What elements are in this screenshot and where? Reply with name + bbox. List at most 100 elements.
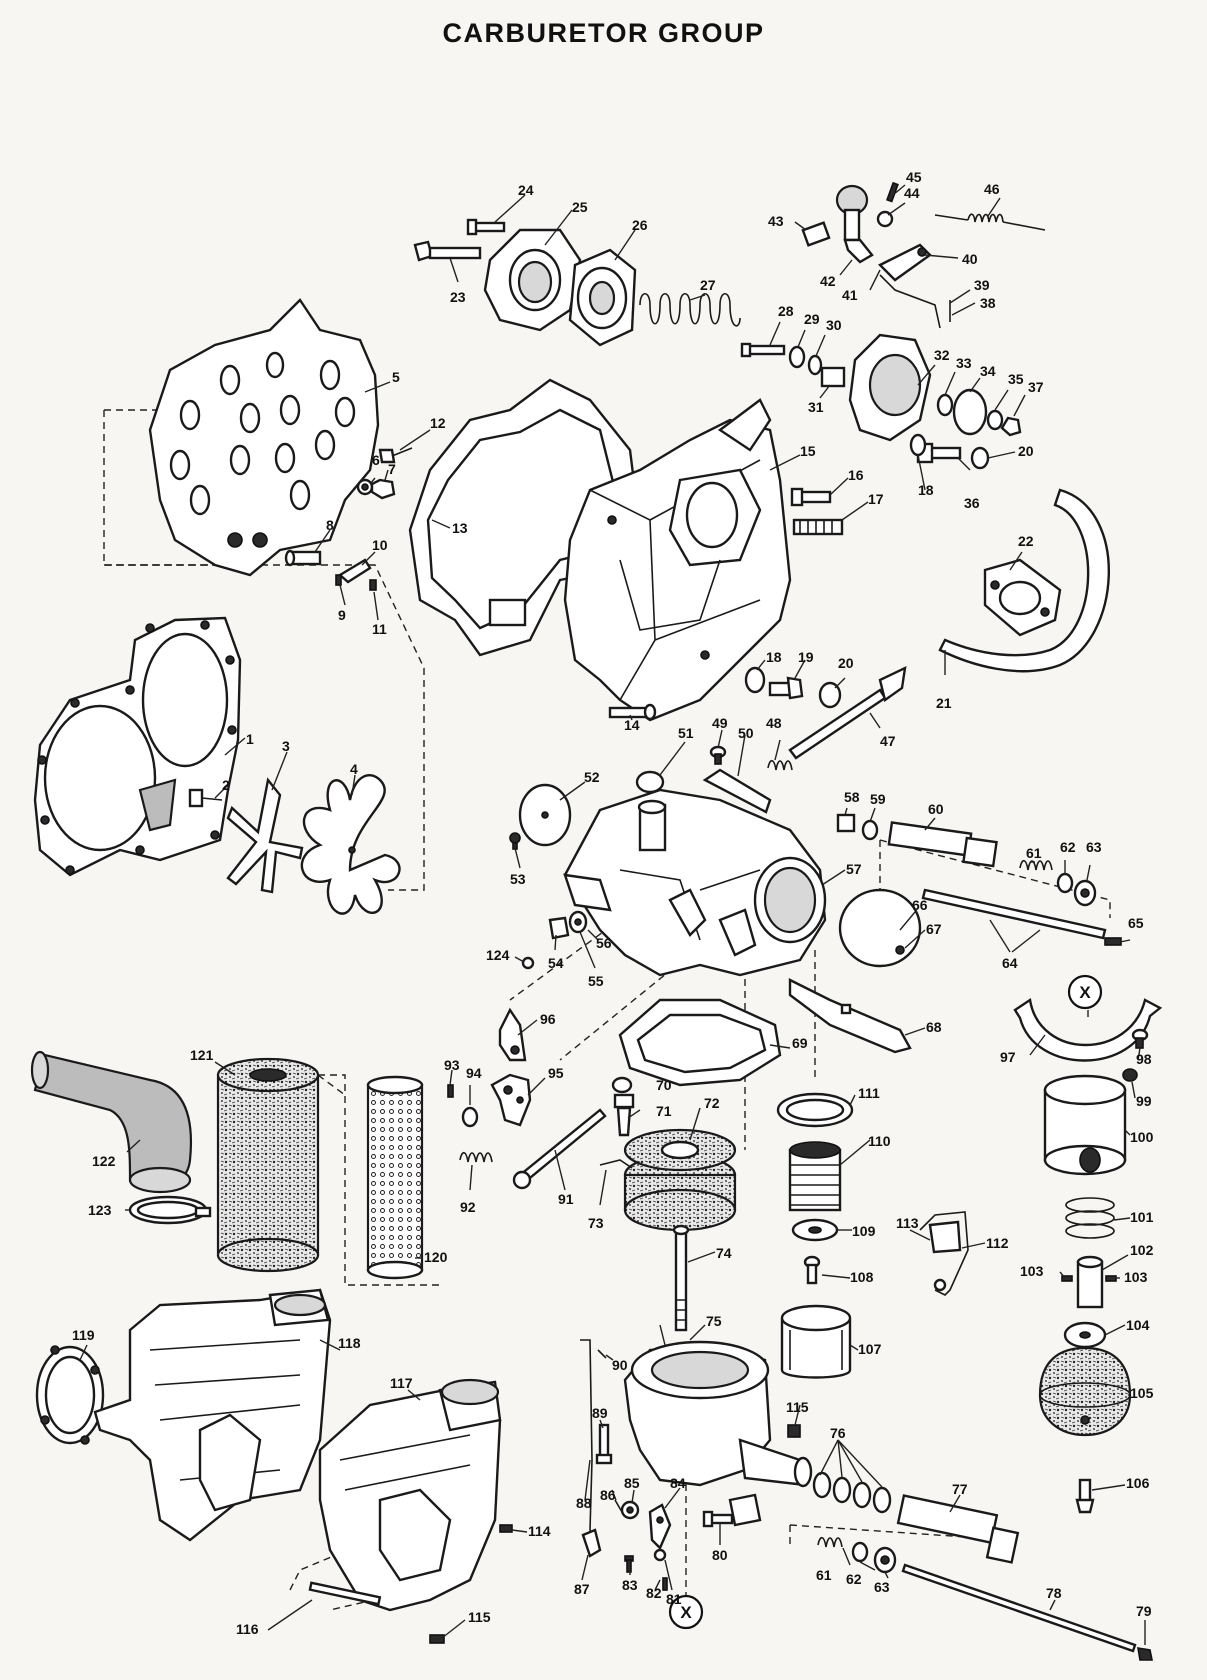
nut-63 bbox=[1073, 879, 1097, 907]
fitting-19 bbox=[768, 676, 804, 700]
callout-49: 49 bbox=[712, 715, 728, 731]
washer-18-upper bbox=[909, 433, 927, 457]
gasket-111 bbox=[776, 1092, 854, 1128]
spacer-31 bbox=[820, 366, 846, 388]
callout-14: 14 bbox=[624, 717, 640, 733]
disc-34 bbox=[952, 388, 988, 436]
cover-32 bbox=[848, 333, 932, 442]
clip-90 bbox=[597, 1349, 607, 1359]
callout-27: 27 bbox=[700, 277, 716, 293]
callout-26: 26 bbox=[632, 217, 648, 233]
ball-124 bbox=[521, 956, 535, 970]
stud-16 bbox=[790, 487, 832, 507]
bowl-100 bbox=[1043, 1074, 1127, 1176]
screw-2 bbox=[188, 788, 223, 808]
callout-labels: 1 2 3 4 5 6 7 8 9 10 11 12 13 14 15 16 1… bbox=[72, 169, 1154, 1637]
strainer-110 bbox=[788, 1141, 842, 1212]
screen-120 bbox=[366, 1075, 424, 1280]
callout-13: 13 bbox=[452, 520, 468, 536]
screw-83 bbox=[624, 1555, 634, 1573]
callout-19: 19 bbox=[798, 649, 814, 665]
callout-43: 43 bbox=[768, 213, 784, 229]
callout-18-upper: 18 bbox=[918, 482, 934, 498]
callout-25: 25 bbox=[572, 199, 588, 215]
callout-6: 6 bbox=[372, 452, 380, 468]
clamp-20 bbox=[818, 681, 842, 709]
spring-46 bbox=[934, 213, 1046, 231]
sleeve-8 bbox=[284, 549, 322, 567]
callout-79: 79 bbox=[1136, 1603, 1152, 1619]
pin-81-82 bbox=[653, 1548, 668, 1591]
callout-12: 12 bbox=[430, 415, 446, 431]
callout-110: 110 bbox=[868, 1133, 891, 1149]
callout-4: 4 bbox=[350, 761, 358, 777]
callout-37: 37 bbox=[1028, 379, 1044, 395]
nut-99 bbox=[1122, 1068, 1138, 1082]
callout-71: 71 bbox=[656, 1103, 672, 1119]
flapper-valve-4 bbox=[300, 774, 401, 915]
nut-63-lower bbox=[873, 1546, 897, 1574]
bolt-23 bbox=[413, 240, 482, 262]
clip-112-113 bbox=[919, 1211, 969, 1296]
callout-119: 119 bbox=[72, 1327, 95, 1343]
gasket-69 bbox=[618, 998, 782, 1087]
callout-114: 114 bbox=[528, 1523, 551, 1539]
callout-21: 21 bbox=[936, 695, 952, 711]
screw-114 bbox=[499, 1524, 513, 1533]
callout-57: 57 bbox=[846, 861, 862, 877]
callout-48: 48 bbox=[766, 715, 782, 731]
callout-104: 104 bbox=[1126, 1317, 1150, 1333]
callout-100: 100 bbox=[1130, 1129, 1154, 1145]
callout-24: 24 bbox=[518, 182, 534, 198]
sleeve-77 bbox=[896, 1494, 1020, 1564]
callout-42: 42 bbox=[820, 273, 836, 289]
reference-x-bottom: X bbox=[668, 1594, 704, 1630]
screw-53 bbox=[509, 832, 521, 850]
washer-70 bbox=[611, 1076, 633, 1094]
washer-30 bbox=[807, 354, 823, 376]
washer-104 bbox=[1063, 1321, 1107, 1349]
callout-74: 74 bbox=[716, 1245, 732, 1261]
callout-120: 120 bbox=[424, 1249, 448, 1265]
callout-83: 83 bbox=[622, 1577, 638, 1593]
callout-94: 94 bbox=[466, 1065, 482, 1081]
callout-17: 17 bbox=[868, 491, 884, 507]
backing-plate-5 bbox=[148, 298, 380, 577]
lever-40 bbox=[877, 243, 932, 282]
callout-97: 97 bbox=[1000, 1049, 1016, 1065]
callout-98: 98 bbox=[1136, 1051, 1152, 1067]
callout-65: 65 bbox=[1128, 915, 1144, 931]
callout-54: 54 bbox=[548, 955, 564, 971]
sleeve-43 bbox=[801, 221, 831, 247]
callout-1: 1 bbox=[246, 731, 254, 747]
callout-50: 50 bbox=[738, 725, 754, 741]
callout-105: 105 bbox=[1130, 1385, 1154, 1401]
callout-72: 72 bbox=[704, 1095, 720, 1111]
carburetor-body-57 bbox=[563, 788, 827, 977]
spring-61 bbox=[1019, 859, 1053, 871]
spring-27 bbox=[639, 292, 741, 327]
callout-47: 47 bbox=[880, 733, 896, 749]
callout-63-lower: 63 bbox=[874, 1579, 890, 1595]
washer-35 bbox=[986, 409, 1004, 431]
callout-106: 106 bbox=[1126, 1475, 1150, 1491]
callout-36: 36 bbox=[964, 495, 980, 511]
callout-69: 69 bbox=[792, 1035, 808, 1051]
reference-x-top-label: X bbox=[1079, 983, 1091, 1002]
callout-78: 78 bbox=[1046, 1585, 1062, 1601]
screw-115-left bbox=[429, 1634, 445, 1644]
washer-33 bbox=[936, 393, 954, 417]
reference-x-top: X bbox=[1067, 974, 1103, 1010]
washer-85 bbox=[620, 1500, 640, 1520]
pin-73 bbox=[599, 1159, 633, 1169]
bowl-107 bbox=[780, 1304, 852, 1379]
callout-70: 70 bbox=[656, 1077, 672, 1093]
washer-94 bbox=[461, 1106, 479, 1128]
callout-62-upper: 62 bbox=[1060, 839, 1076, 855]
callout-11: 11 bbox=[372, 621, 387, 637]
spring-92 bbox=[459, 1151, 493, 1163]
callout-18-lower: 18 bbox=[766, 649, 782, 665]
rivet-9 bbox=[335, 574, 342, 586]
screw-116 bbox=[308, 1581, 382, 1606]
bowl-105 bbox=[1038, 1346, 1132, 1437]
